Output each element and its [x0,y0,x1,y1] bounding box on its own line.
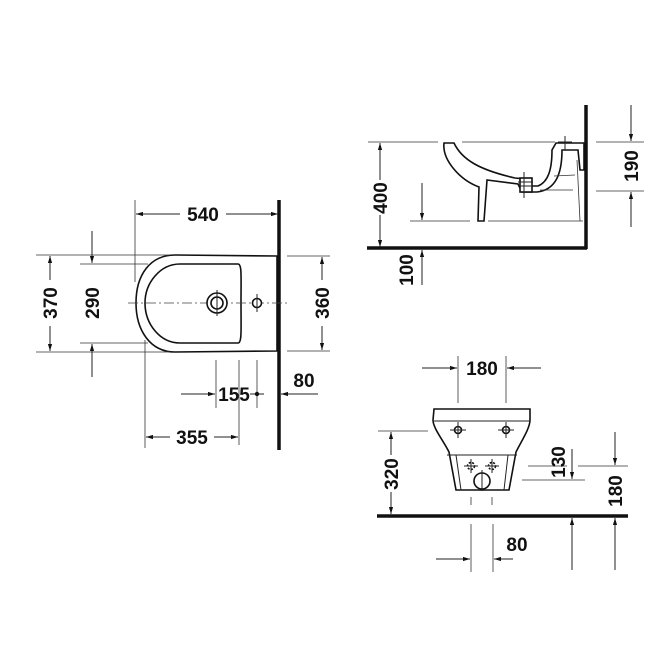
bidet-outline-side [443,142,585,222]
dim-bowl-width: 290 [83,287,104,319]
supply-left [464,459,478,473]
side-view: 400 100 190 [367,105,644,286]
dim-wall-width: 360 [313,287,334,319]
dim-supply-spacing: 80 [506,535,527,556]
supply-right [485,459,499,473]
dim-fixing-height: 320 [382,458,403,490]
dim-overall-width: 370 [41,287,62,319]
dim-wall-offset: 80 [293,371,314,392]
dim-floor-clearance: 100 [397,254,418,286]
dim-supply-height: 190 [622,150,643,182]
dim-rim-height: 400 [371,182,392,214]
rear-view: 180 320 80 130 180 [377,356,628,572]
bowl-inner-top [144,263,242,344]
dim-tap-offset: 155 [218,385,250,406]
dim-waste-height: 130 [549,446,570,478]
fixing-hole-left [450,422,466,438]
dim-overall-depth: 540 [187,205,219,226]
dim-fixing-spacing: 180 [466,359,498,380]
top-view: 540 370 290 360 155 80 355 [36,200,334,450]
dim-supply-height-floor: 180 [606,475,627,507]
fixing-hole-right [498,422,514,438]
dim-waste-from-front: 355 [176,428,208,449]
